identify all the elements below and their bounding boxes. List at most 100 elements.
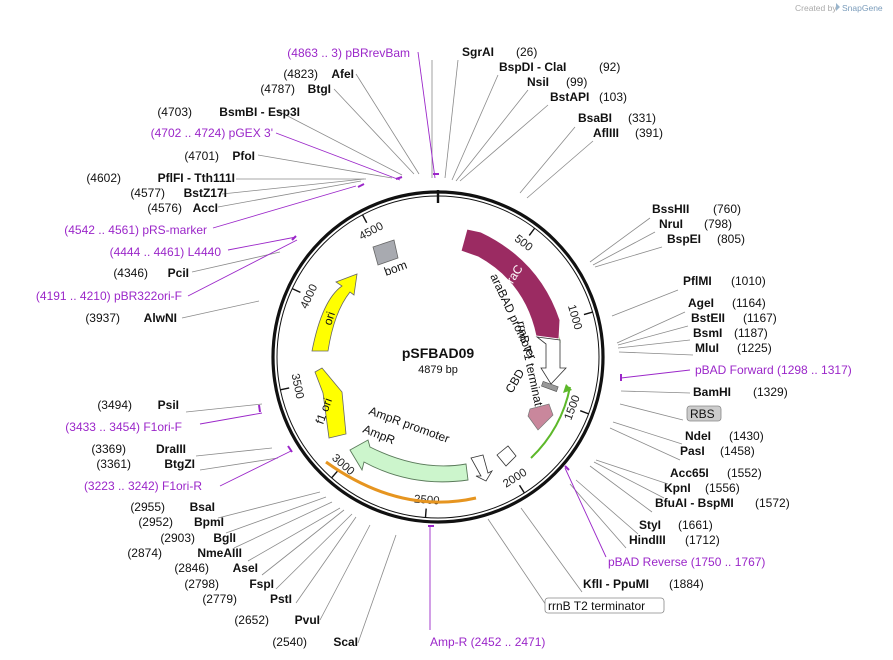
enzyme-site-name[interactable]: PasI xyxy=(680,444,705,458)
enzyme-site-name[interactable]: AccI xyxy=(193,201,218,215)
enzyme-site-name[interactable]: PvuI xyxy=(295,613,320,627)
ampr-feature[interactable] xyxy=(349,439,469,483)
enzyme-site-name[interactable]: HindIII xyxy=(629,533,666,547)
enzyme-site-name[interactable]: PsiI xyxy=(158,398,179,412)
enzyme-site-name[interactable]: DraIII xyxy=(156,442,186,456)
tick-mark xyxy=(518,484,525,494)
enzyme-site-position: (2798) xyxy=(184,577,219,591)
primer-label[interactable]: (3223 .. 3242) F1ori-R xyxy=(84,479,202,493)
enzyme-site-position: (2955) xyxy=(130,500,165,514)
enzyme-site-position: (3369) xyxy=(91,442,126,456)
enzyme-site-name[interactable]: ScaI xyxy=(333,635,358,649)
enzyme-site-position: (4701) xyxy=(184,149,219,163)
enzyme-site-name[interactable]: BamHI xyxy=(693,385,731,399)
enzyme-site-name[interactable]: BstZ17I xyxy=(184,186,227,200)
enzyme-site-name[interactable]: AgeI xyxy=(688,296,714,310)
enzyme-site-name[interactable]: SgrAI xyxy=(462,45,494,59)
primer-label[interactable]: (4863 .. 3) pBRrevBam xyxy=(287,46,410,60)
primer-label[interactable]: (4542 .. 4561) pRS-marker xyxy=(64,223,207,237)
enzyme-site-name[interactable]: PflFI - Tth111I xyxy=(158,171,235,185)
arac-feature[interactable] xyxy=(460,228,561,340)
enzyme-site-name[interactable]: Acc65I xyxy=(670,466,709,480)
enzyme-site-position: (1552) xyxy=(727,466,762,480)
primer-label[interactable]: (3433 .. 3454) F1ori-F xyxy=(65,420,182,434)
enzyme-site-name[interactable]: PflMI xyxy=(683,274,712,288)
tick-mark xyxy=(583,311,593,316)
cbd-label: CBD xyxy=(502,366,527,395)
primer-leader-lines xyxy=(187,51,691,630)
enzyme-site-name[interactable]: FspI xyxy=(249,577,274,591)
enzyme-site-position: (3361) xyxy=(96,457,131,471)
enzyme-site-name[interactable]: AflIII xyxy=(593,126,619,140)
enzyme-site-name[interactable]: BsmBI - Esp3I xyxy=(219,105,300,119)
enzyme-site-name[interactable]: PciI xyxy=(168,266,189,280)
enzyme-site-name[interactable]: BtgI xyxy=(308,82,331,96)
primer-label[interactable]: (4702 .. 4724) pGEX 3' xyxy=(151,126,273,140)
primer-label[interactable]: (4191 .. 4210) pBR322ori-F xyxy=(36,289,182,303)
bom-feature[interactable] xyxy=(372,239,399,266)
enzyme-site-position: (2874) xyxy=(127,546,162,560)
primer-label[interactable]: pBAD Forward (1298 .. 1317) xyxy=(695,363,852,377)
enzyme-site-name[interactable]: BfuAI - BspMI xyxy=(655,496,734,510)
enzyme-site-name[interactable]: BtgZI xyxy=(164,457,195,471)
primer-label[interactable]: Amp-R (2452 .. 2471) xyxy=(430,635,545,649)
enzyme-site-name[interactable]: PstI xyxy=(270,592,292,606)
enzyme-site-position: (2952) xyxy=(138,515,173,529)
enzyme-site-name[interactable]: PfoI xyxy=(232,149,255,163)
primer-label[interactable]: (4444 .. 4461) L4440 xyxy=(110,245,222,259)
enzyme-site-name[interactable]: BsaBI xyxy=(578,111,612,125)
cbd-feature[interactable] xyxy=(527,403,554,431)
enzyme-site-position: (760) xyxy=(713,202,741,216)
enzyme-site-name[interactable]: MluI xyxy=(695,341,719,355)
enzyme-site-position: (4346) xyxy=(113,266,148,280)
tick-mark xyxy=(579,410,589,415)
enzyme-site-position: (4576) xyxy=(147,201,182,215)
enzyme-site-name[interactable]: BspDI - ClaI xyxy=(499,60,566,74)
enzyme-site-name[interactable]: AseI xyxy=(233,561,258,575)
enzyme-site-name[interactable]: KflI - PpuMI xyxy=(583,577,649,591)
primer-label[interactable]: pBAD Reverse (1750 .. 1767) xyxy=(608,555,765,569)
enzyme-site-name[interactable]: NdeI xyxy=(685,429,711,443)
arabad-promoter-feature[interactable] xyxy=(535,336,567,385)
enzyme-site-name[interactable]: AfeI xyxy=(331,67,354,81)
enzyme-site-position: (331) xyxy=(628,111,656,125)
rrnb-t1-terminator-feature[interactable] xyxy=(541,380,559,392)
enzyme-site-name[interactable]: BpmI xyxy=(194,515,224,529)
rrnb-t2-terminator-feature[interactable] xyxy=(496,445,517,467)
enzyme-site-position: (1167) xyxy=(743,311,777,325)
brand-text: SnapGene xyxy=(842,3,883,13)
enzyme-site-name[interactable]: BssHII xyxy=(652,202,689,216)
ori-label: ori xyxy=(321,310,338,327)
enzyme-site-position: (4703) xyxy=(157,105,192,119)
enzyme-site-position: (2903) xyxy=(160,531,195,545)
enzyme-site-name[interactable]: StyI xyxy=(639,518,661,532)
enzyme-site-name[interactable]: BsaI xyxy=(190,500,215,514)
label-leader-lines xyxy=(181,59,694,644)
feature-box-label[interactable]: RBS xyxy=(690,407,715,421)
rbs-label-box xyxy=(686,405,722,422)
enzyme-site-name[interactable]: NmeAIII xyxy=(197,546,242,560)
enzyme-site-position: (1458) xyxy=(720,444,755,458)
enzyme-site-name[interactable]: KpnI xyxy=(664,481,691,495)
feature-box-label[interactable]: rrnB T2 terminator xyxy=(548,599,645,613)
tick-mark xyxy=(424,508,427,518)
ampr-promoter-feature[interactable] xyxy=(470,454,494,482)
ori-feature[interactable] xyxy=(311,273,358,352)
enzyme-site-name[interactable]: BstAPI xyxy=(550,90,589,104)
enzyme-site-name[interactable]: BspEI xyxy=(667,232,701,246)
enzyme-site-name[interactable]: BsmI xyxy=(693,326,722,340)
f1-ori-feature[interactable] xyxy=(314,367,347,439)
enzyme-site-name[interactable]: BglI xyxy=(213,531,236,545)
enzyme-site-name[interactable]: NsiI xyxy=(527,75,549,89)
tick-mark xyxy=(331,470,339,479)
tick-marks xyxy=(280,190,593,518)
enzyme-site-position: (1225) xyxy=(737,341,772,355)
enzyme-site-name[interactable]: AlwNI xyxy=(144,311,177,325)
enzyme-site-name[interactable]: BstEII xyxy=(691,311,725,325)
rrnb-t2-label-box xyxy=(544,597,665,614)
enzyme-site-position: (2779) xyxy=(202,592,237,606)
enzyme-site-name[interactable]: NruI xyxy=(659,217,683,231)
enzyme-site-position: (391) xyxy=(635,126,663,140)
